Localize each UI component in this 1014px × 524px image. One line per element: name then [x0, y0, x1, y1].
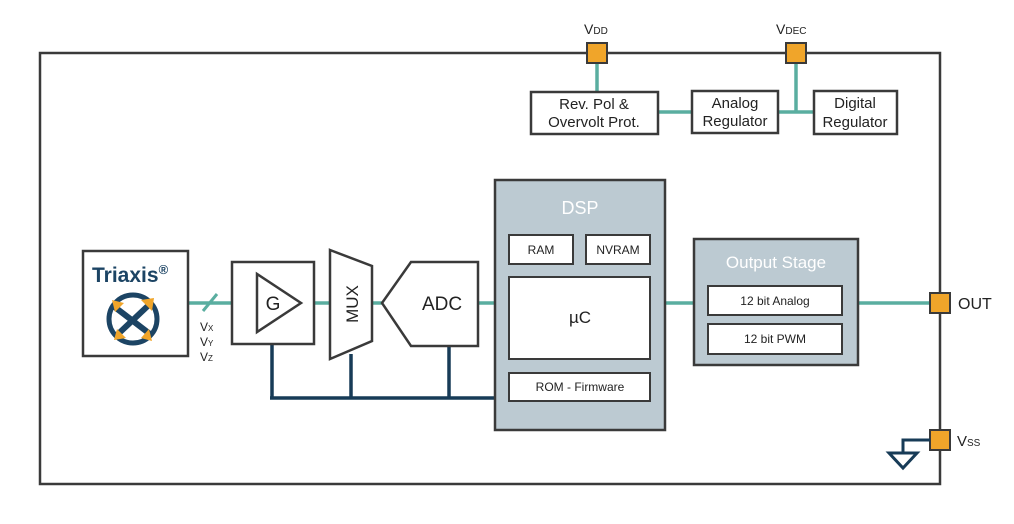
- bus-slash: [201, 293, 219, 312]
- rom-block: [508, 372, 651, 402]
- pwm-output-label: 12 bit PWM: [744, 332, 806, 346]
- microcontroller-block: [508, 276, 651, 360]
- nvram-block: [585, 234, 651, 265]
- digital-regulator-block: [812, 89, 899, 136]
- axis-vy: VY: [200, 335, 214, 349]
- revpol-block: [529, 90, 660, 136]
- triaxis-name: Triaxis®: [92, 262, 169, 287]
- pwm-output-block: [707, 323, 843, 355]
- axis-vz: VZ: [200, 350, 213, 364]
- nvram-label: NVRAM: [596, 243, 639, 257]
- vdd-pad: [586, 42, 608, 64]
- revpol-line1: Rev. Pol &: [559, 96, 629, 113]
- output-stage-title: Output Stage: [726, 253, 826, 272]
- mux-block: [328, 248, 374, 361]
- out-pad: [929, 292, 951, 314]
- dsp-title: DSP: [561, 198, 598, 218]
- analog-output-block: [707, 285, 843, 316]
- ground-wire: [901, 438, 930, 452]
- digital-reg-line1: Digital: [834, 95, 876, 112]
- analog-reg-line2: Regulator: [702, 113, 767, 130]
- ram-block: [508, 234, 574, 265]
- vdec-pad: [785, 42, 807, 64]
- out-label: OUT: [958, 296, 992, 313]
- vss-label: VSS: [957, 433, 981, 450]
- vdd-label: VDD: [584, 21, 608, 37]
- adc-block: [380, 260, 480, 348]
- triaxis-logo-icon: [106, 292, 160, 346]
- ground-icon: [885, 451, 921, 471]
- uc-label: µC: [569, 308, 591, 327]
- revpol-line2: Overvolt Prot.: [548, 114, 640, 131]
- axis-vx: VX: [200, 320, 214, 334]
- triaxis-block: [81, 249, 190, 358]
- vdec-label: VDEC: [776, 21, 806, 37]
- adc-label: ADC: [422, 294, 462, 315]
- mux-label: MUX: [343, 285, 362, 323]
- analog-reg-line1: Analog: [712, 95, 759, 112]
- chip-outline: [38, 51, 942, 486]
- digital-reg-line2: Regulator: [822, 114, 887, 131]
- ram-label: RAM: [528, 243, 555, 257]
- analog-regulator-block: [690, 89, 780, 135]
- gain-label: G: [266, 294, 281, 315]
- rom-label: ROM - Firmware: [536, 380, 625, 394]
- vss-pad: [929, 429, 951, 451]
- analog-output-label: 12 bit Analog: [740, 294, 809, 308]
- amplifier-icon: [255, 271, 304, 335]
